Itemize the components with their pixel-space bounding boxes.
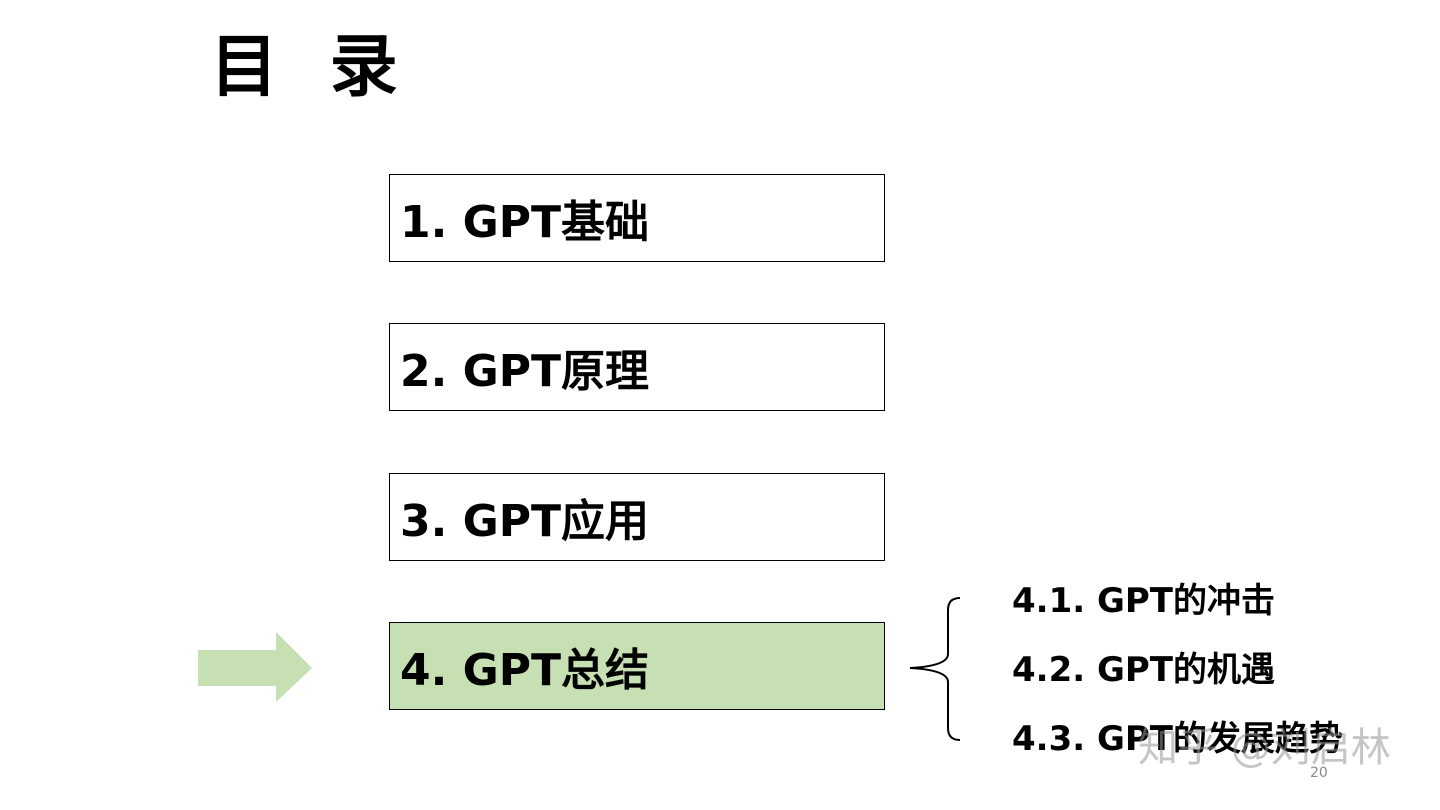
toc-item-1: 1. GPT基础 [389,174,885,262]
current-section-arrow-icon [198,632,312,702]
watermark: 知乎 @刘启林 [1138,725,1391,771]
curly-brace-icon [909,597,961,741]
sub-item-4-3: 4.3. GPT的发展趋势 [1012,719,1344,759]
toc-item-2: 2. GPT原理 [389,323,885,411]
toc-item-4-active: 4. GPT总结 [389,622,885,710]
page-number: 20 [1310,765,1328,781]
sub-item-4-1: 4.1. GPT的冲击 [1012,581,1276,621]
sub-item-4-2: 4.2. GPT的机遇 [1012,650,1276,690]
slide-title: 目 录 [210,28,412,107]
toc-item-3: 3. GPT应用 [389,473,885,561]
